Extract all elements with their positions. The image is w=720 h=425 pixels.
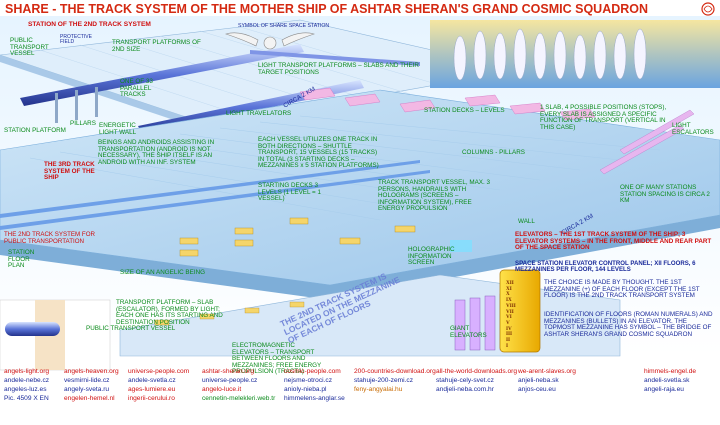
label-track-transport-vessel: TRACK TRANSPORT VESSEL, MAX. 3 PERSONS, … — [378, 179, 490, 213]
footer-link[interactable]: stahuje-200-zemi.cz — [354, 377, 414, 384]
footer-link[interactable]: cosmic-people.com — [284, 368, 341, 375]
footer-link[interactable]: universe-people.cz — [202, 377, 258, 384]
elevator-floor-iii[interactable]: III — [506, 331, 513, 338]
label-protective-field: PROTECTIVE FIELD — [60, 34, 92, 46]
footer-link[interactable]: universe-people.com — [128, 368, 190, 375]
elevator-floor-i[interactable]: I — [506, 342, 509, 349]
label-columns-pillars: COLUMNS - PILLARS — [462, 149, 525, 156]
elevator-floor-xi[interactable]: XI — [506, 285, 512, 292]
label-transport-platform: TRANSPORT PLATFORM – SLAB (ESCALATOR), F… — [116, 299, 223, 326]
label-one-of-many-stations: ONE OF MANY STATIONS STATION SPACING IS … — [620, 184, 710, 205]
label-station-2nd-track: STATION OF THE 2ND TRACK SYSTEM — [28, 21, 151, 28]
label-em-elevators: ELECTROMAGNETIC ELEVATORS – TRANSPORT BE… — [232, 342, 322, 376]
elevator-floor-vi[interactable]: VI — [506, 314, 512, 321]
label-wall: WALL — [518, 218, 535, 225]
label-starting-decks: STARTING DECKS 3 LEVELS (1 LEVEL = 1 VES… — [258, 182, 321, 203]
footer-link[interactable]: angels-heaven.org — [64, 368, 119, 375]
footer-link[interactable]: angeli-raja.eu — [644, 386, 684, 393]
elevator-floor-x[interactable]: X — [506, 291, 510, 298]
footer-link[interactable]: angely-sveta.ru — [64, 386, 110, 393]
elevator-floor-v[interactable]: V — [506, 319, 510, 326]
footer-link[interactable]: andele-svetla.cz — [128, 377, 176, 384]
label-platforms-2nd: TRANSPORT PLATFORMS OF 2ND SIZE — [112, 39, 201, 53]
label-holographic-screen: HOLOGRAPHIC INFORMATION SCREEN — [408, 246, 455, 267]
elevator-floor-vii[interactable]: VII — [506, 308, 514, 315]
footer-link[interactable]: himmels-engel.de — [644, 368, 697, 375]
footer-link[interactable]: all-the-world-downloads.org — [436, 368, 517, 375]
label-beings-androids: BEINGS AND ANDROIDS ASSISTING IN TRANSPO… — [98, 139, 215, 166]
label-slab-positions: 1 SLAB, 4 POSSIBLE POSITIONS (STOPS), EV… — [540, 104, 667, 131]
label-station-floor-plan: STATION FLOOR PLAN — [8, 249, 35, 270]
symbol-label: SYMBOL OF SHARE SPACE STATION — [238, 23, 330, 29]
footer-link[interactable]: ages-lumiere.eu — [128, 386, 176, 393]
label-light-travelators: LIGHT TRAVELATORS — [226, 110, 292, 117]
label-giant-elevators: GIANT ELEVATORS — [450, 325, 487, 339]
elevator-floor-iv[interactable]: IV — [506, 325, 512, 332]
footer-link[interactable]: anioly-nieba.pl — [284, 386, 327, 393]
elevator-heading: ELEVATORS – THE 1ST TRACK SYSTEM OF THE … — [515, 231, 712, 252]
footer-link[interactable]: feny-angyalai.hu — [354, 386, 403, 393]
elevator-identification-text: IDENTIFICATION OF FLOORS (ROMAN NUMERALS… — [544, 311, 713, 338]
elevator-subheading: SPACE STATION ELEVATOR CONTROL PANEL; XI… — [515, 260, 696, 274]
footer-link[interactable]: cennetin-melekleri.web.tr — [202, 395, 276, 402]
footer-link[interactable]: andjeli-neba.com.hr — [436, 386, 494, 393]
label-light-platforms: LIGHT TRANSPORT PLATFORMS – SLABS AND TH… — [258, 62, 419, 76]
footer-link[interactable]: we-arent-slaves.org — [518, 368, 576, 375]
footer-link[interactable]: angeles-luz.es — [4, 386, 47, 393]
footer-link[interactable]: ingerii-cerului.ro — [128, 395, 175, 402]
elevator-floor-ii[interactable]: II — [506, 337, 511, 344]
footer-link[interactable]: angelo-luce.it — [202, 386, 242, 393]
label-energetic-wall: ENERGETIC LIGHT WALL — [99, 122, 137, 136]
footer-link[interactable]: engelen-hemel.nl — [64, 395, 115, 402]
footer-link[interactable]: stahuje-cely-svet.cz — [436, 377, 494, 384]
label-parallel-tracks: ONE OF 33 PARALLEL TRACKS — [120, 78, 153, 99]
elevator-floor-xii[interactable]: XII — [506, 280, 514, 286]
label-light-escalators: LIGHT ESCALATORS — [672, 122, 714, 136]
label-public-vessel-top: PUBLIC TRANSPORT VESSEL — [10, 37, 49, 58]
elevator-floor-viii[interactable]: VIII — [506, 302, 516, 309]
label-public-vessel-bottom: PUBLIC TRANSPORT VESSEL — [86, 325, 176, 332]
elevator-choice-text: THE CHOICE IS MADE BY THOUGHT. THE 1ST M… — [544, 279, 700, 300]
footer-link: Pic. 4509 X EN — [4, 395, 49, 402]
footer-link[interactable]: vesmirni-lide.cz — [64, 377, 110, 384]
elevator-floor-ix[interactable]: IX — [506, 297, 512, 304]
footer-link[interactable]: anjeli-neba.sk — [518, 377, 559, 384]
label-each-vessel: EACH VESSEL UTILIZES ONE TRACK IN BOTH D… — [258, 136, 379, 170]
label-station-platform: STATION PLATFORM — [4, 127, 66, 134]
footer-links: angels-light.org angels-heaven.org univers… — [4, 358, 720, 424]
label-angelic-being: SIZE OF AN ANGELIC BEING — [120, 269, 206, 276]
label-3rd-track-system: THE 3RD TRACK SYSTEM OF THE SHIP — [44, 161, 95, 182]
label-2nd-track-public: THE 2ND TRACK SYSTEM FOR PUBLIC TRANSPOR… — [4, 231, 95, 245]
footer-link[interactable]: 200-countries-download.org — [354, 368, 436, 375]
footer-link[interactable]: nejsme-otroci.cz — [284, 377, 333, 384]
page-title: SHARE - THE TRACK SYSTEM OF THE MOTHER S… — [5, 2, 649, 16]
footer-link[interactable]: andele-nebe.cz — [4, 377, 50, 384]
footer-link[interactable]: andeli-svetla.sk — [644, 377, 690, 384]
label-station-decks: STATION DECKS – LEVELS — [424, 107, 505, 114]
label-pillars: PILLARS — [70, 120, 96, 127]
footer-link[interactable]: angels-light.org — [4, 368, 50, 375]
footer-link[interactable]: himmelens-anglar.se — [284, 395, 345, 402]
footer-link[interactable]: ashtar-sheran.org — [202, 368, 255, 375]
footer-link[interactable]: anjos-ceu.eu — [518, 386, 556, 393]
